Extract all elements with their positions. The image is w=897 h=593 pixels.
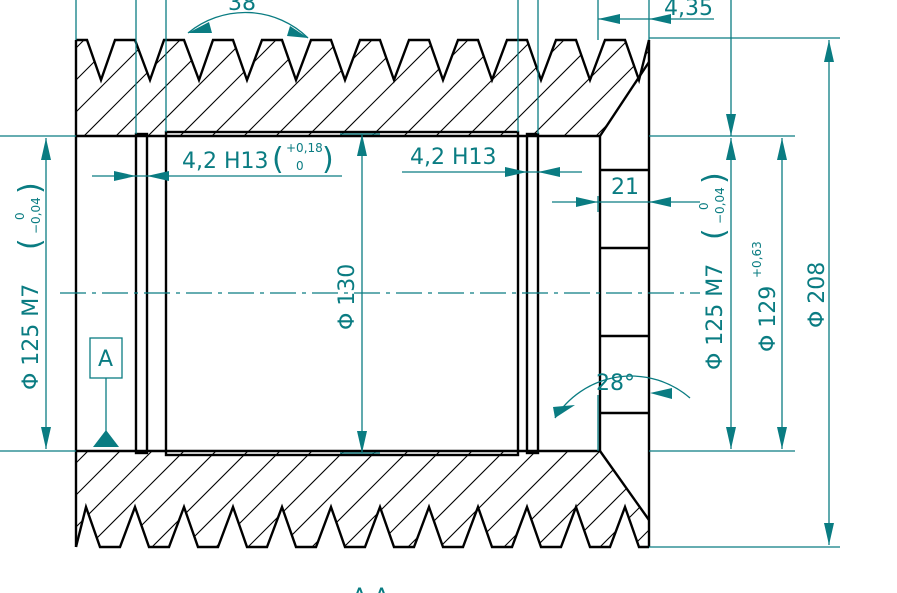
hatch-line [76,40,159,136]
hatch-top [0,30,897,140]
groove-4-35-label: 4,35 [664,0,713,21]
hatch-line [431,451,543,547]
hatch-line [880,445,897,555]
hatch-line [207,40,319,136]
bottom-teeth-outline [74,502,649,549]
groove-left-label: 4,2 H13 [182,149,269,174]
hatch-line [559,451,649,547]
hatch-line [463,451,575,547]
hatch-line [431,40,543,136]
dia-208-label: Φ 208 [805,262,830,328]
hatch-line [656,445,766,555]
upper-chamfer [598,61,651,137]
hatch-line [239,451,351,547]
bore-right-tol-upper: 0 [697,202,711,210]
dimension-texts: 38 4,35 4,2 H13 ( +0,18 0 ) 4,2 H13 21 2… [13,0,830,593]
hatch-bottom [0,445,897,555]
width-21-label: 21 [611,175,639,200]
groove-right-label: 4,2 H13 [410,145,497,170]
hatch-line [76,40,95,136]
bore-left-tol-upper: 0 [13,212,27,220]
hatch-line [79,40,191,136]
lower-chamfer [599,450,650,521]
hatch-line [367,40,479,136]
hatch-line [76,451,127,547]
hatch-line [848,445,897,555]
hatch-line [335,451,447,547]
hatch-line [76,40,127,136]
angle-38-label: 38 [228,0,256,16]
hatch-line [111,451,223,547]
bore-right-tol-lower: −0,04 [713,187,727,224]
hatch-line [784,30,894,140]
hatch-line [111,40,223,136]
hatch-line [143,451,255,547]
bore-left-label: Φ 125 M7 [19,284,44,390]
hatch-line [76,451,95,547]
hatch-line [656,30,766,140]
hatch-line [848,30,897,140]
hatch-line [720,445,830,555]
groove-left-paren-open: ( [272,142,284,177]
hatch-line [495,40,607,136]
hatch-line [76,451,159,547]
hatch-line [527,40,639,136]
hatch-line [303,40,415,136]
hatch-line [623,451,649,547]
hatch-line [880,30,897,140]
hatch-line [463,40,575,136]
hatch-line [303,451,415,547]
hatch-line [367,451,479,547]
hatch-line [688,30,798,140]
hatch-line [207,451,319,547]
groove-left-tol-upper: +0,18 [286,141,323,155]
arrow-heads [41,14,834,545]
datum-label: A [98,347,113,372]
hatch-line [688,445,798,555]
hatch-line [175,40,287,136]
bore-right-paren-close: ) [697,172,732,184]
hatch-line [271,40,383,136]
hatch-line [0,30,30,140]
bore-left-paren-open: ( [13,238,48,250]
chamfer-angle-label: 28° [596,371,635,396]
hatch-line [79,451,191,547]
hatch-line [784,445,894,555]
groove-left-tol-lower: 0 [296,159,304,173]
hatch-line [0,30,62,140]
dimension-lines [0,0,840,548]
hatch-line [559,40,649,136]
section-label: A-A [352,585,389,593]
hatch-line [335,40,447,136]
groove-left-paren-close: ) [322,142,334,177]
hatch-line [720,30,830,140]
hatch-line [752,445,862,555]
hatch-line [0,445,30,555]
dia-129-tol: +0,63 [750,241,764,278]
datum-triangle [93,430,119,447]
dia-129-label: Φ 129 [756,286,781,352]
hatch-line [271,451,383,547]
bore-left-tol-lower: −0,04 [29,197,43,234]
hatch-line [239,40,351,136]
bore-right-label: Φ 125 M7 [703,264,728,370]
hatch-line [0,445,62,555]
hatch-line [527,451,639,547]
bore-right-paren-open: ( [697,228,732,240]
bore-left-paren-close: ) [13,182,48,194]
hatch-line [752,30,862,140]
hatch-line [623,40,649,136]
hatch-line [495,451,607,547]
inner-dia-label: Φ 130 [335,264,360,330]
top-teeth-outline [76,38,651,85]
